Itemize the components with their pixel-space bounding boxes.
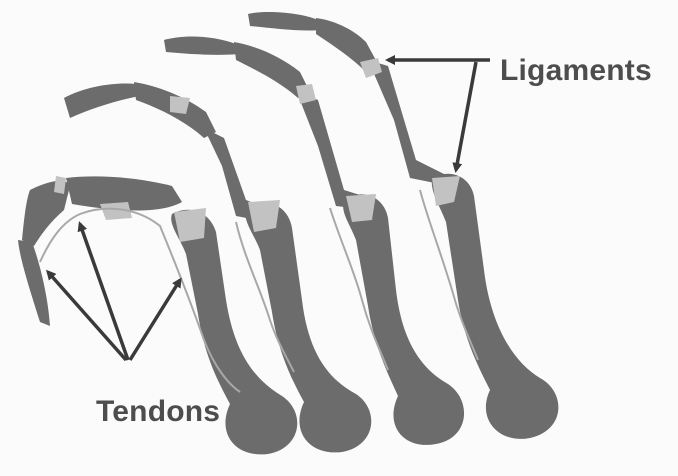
- tendons-label: Tendons: [96, 395, 220, 429]
- distal-phalanx: [64, 84, 140, 118]
- distal-phalanx: [248, 12, 322, 31]
- ligaments-arrow-lower: [456, 62, 476, 170]
- tendons-arrow-middle: [80, 224, 128, 360]
- ligament: [54, 176, 66, 194]
- distal-phalanx: [164, 37, 240, 55]
- proximal-phalanx: [368, 60, 448, 184]
- tendons-arrow-right: [130, 280, 180, 360]
- tendons-arrows: [48, 224, 180, 360]
- proximal-phalanx: [296, 90, 376, 210]
- ligaments-label: Ligaments: [500, 54, 652, 88]
